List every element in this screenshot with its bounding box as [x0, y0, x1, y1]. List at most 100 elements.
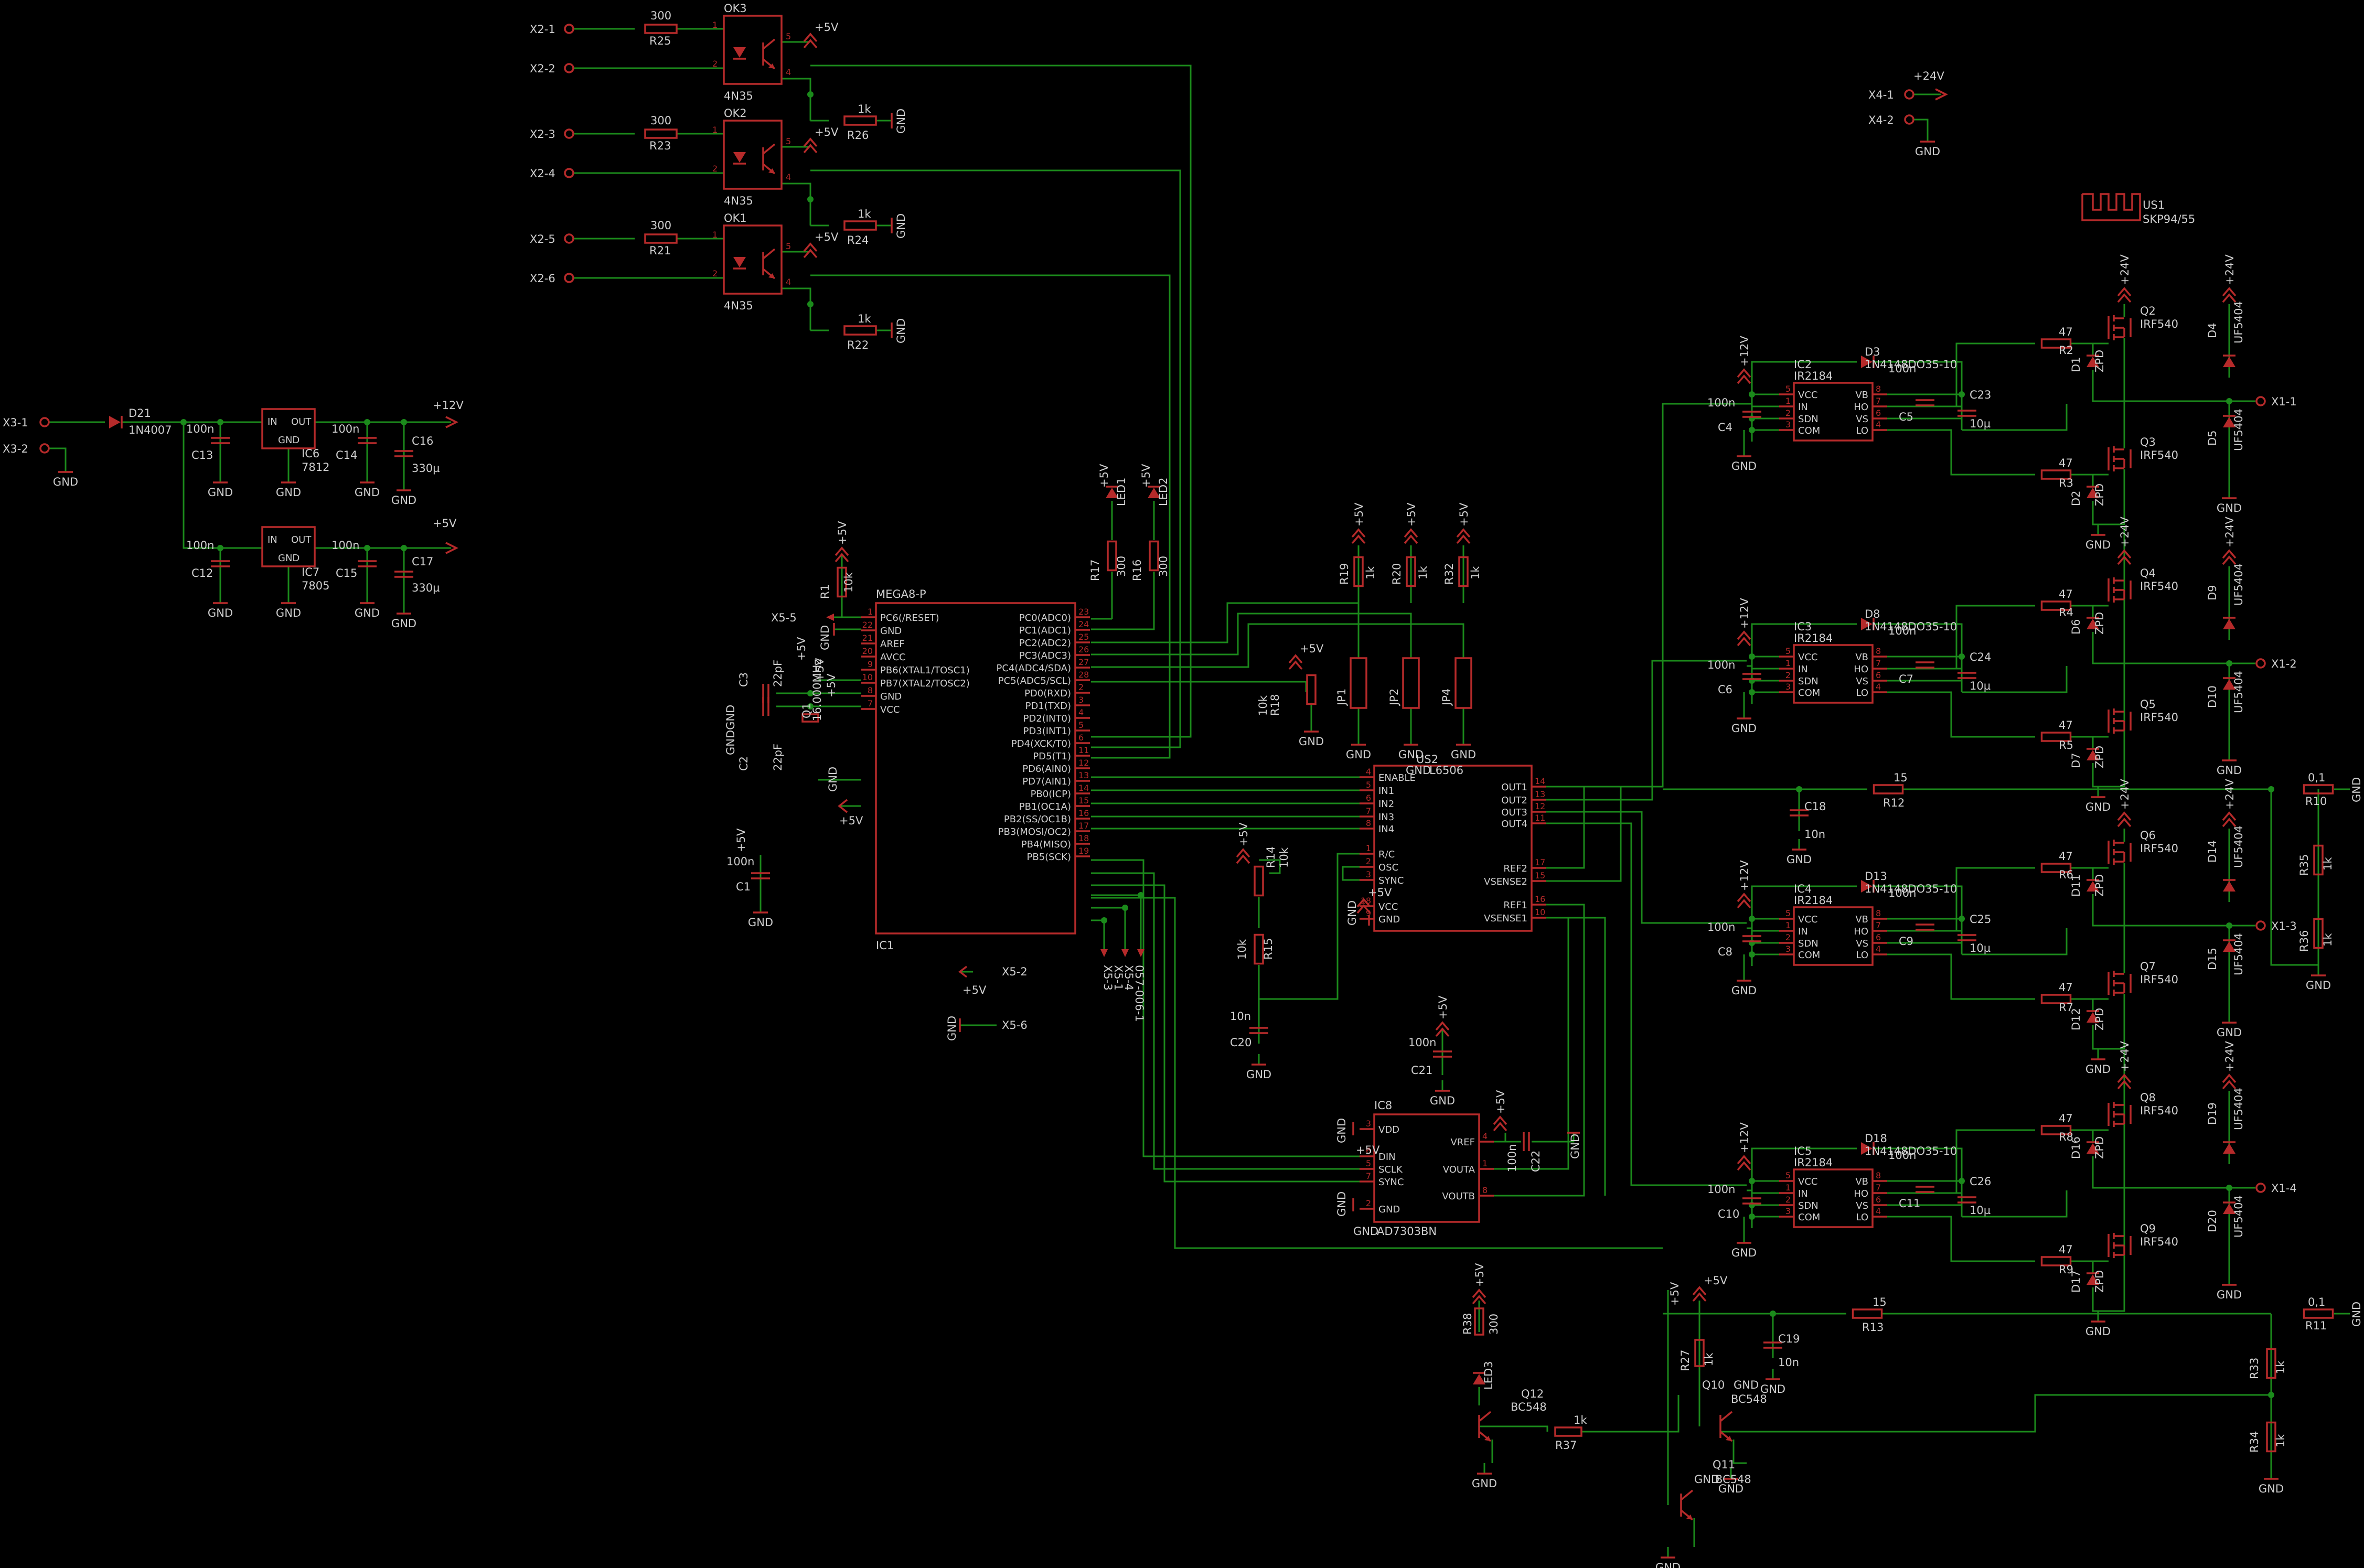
wire [1091, 613, 1412, 658]
label: OUT1 [1501, 782, 1527, 793]
wire [1546, 917, 1606, 1196]
label: D3 [1865, 346, 1880, 358]
connector-terminal [564, 273, 574, 283]
label: GND [2350, 1302, 2363, 1327]
gnd-label: GND [2085, 1325, 2111, 1338]
label: 057-006-1 [1133, 965, 1146, 1022]
label: 5 [1785, 1170, 1791, 1180]
wire [1747, 403, 1779, 407]
label: 47 [2059, 588, 2073, 600]
connector-label: X3-2 [3, 443, 28, 455]
supply-arrow [2222, 287, 2237, 297]
supply-arrow [1493, 1115, 1507, 1125]
label: VB [1855, 652, 1868, 663]
label: VB [1855, 1176, 1868, 1187]
symbols-layer [39, 15, 2334, 1559]
bjt-arrow [1484, 1436, 1491, 1441]
resistor [1474, 1307, 1484, 1336]
wire [1091, 894, 1142, 949]
wire [1546, 904, 1585, 1143]
label: R4 [2059, 606, 2073, 619]
wire [1887, 1129, 2035, 1194]
wire [1887, 953, 2035, 1000]
label: GND [1353, 1225, 1378, 1238]
label: +5V [962, 984, 987, 996]
pin-label: PB3(MOSI/OC2) [998, 826, 1071, 837]
wire [1887, 691, 2035, 738]
supply-label: +24V [2119, 254, 2131, 285]
wire [1751, 1147, 1857, 1164]
supply-arrow [1456, 528, 1471, 538]
wire [1091, 619, 1155, 630]
connector-terminal [39, 443, 50, 454]
label: R27 [1679, 1350, 1692, 1371]
resistor [1852, 1308, 1883, 1319]
resistor [2313, 918, 2324, 949]
wire [1546, 786, 1663, 882]
label: +5V [735, 828, 747, 852]
label: IN [268, 534, 277, 545]
label: IN3 [1378, 812, 1394, 823]
connector-terminal [2255, 658, 2266, 669]
label: +5V [825, 673, 838, 697]
label: R7 [2059, 1001, 2073, 1014]
label: 2 [1366, 1198, 1371, 1208]
label: 1k [2274, 1360, 2287, 1374]
opto-name: OK2 [724, 107, 747, 120]
supply-label: +5V [815, 231, 839, 243]
pin-label: PC3(ADC3) [1019, 650, 1071, 661]
label: D18 [1865, 1132, 1887, 1145]
label: R37 [1555, 1439, 1577, 1452]
connector-terminal [564, 63, 574, 73]
resistor [843, 115, 877, 126]
resistor [2040, 338, 2072, 349]
label: 300 [1157, 556, 1170, 577]
wire [183, 422, 262, 549]
wire [2270, 789, 2319, 966]
label: SDN [1798, 676, 1819, 687]
label: 6 [1366, 793, 1371, 803]
label: D12 [2070, 1008, 2082, 1030]
label: Q3 [2140, 436, 2156, 448]
resistor [644, 24, 678, 34]
resistor [1694, 1339, 1705, 1367]
junction-dot [1749, 916, 1755, 922]
supply-label: +12V [1738, 860, 1751, 891]
label: Q4 [2140, 567, 2156, 579]
opto-type: 4N35 [724, 90, 753, 102]
label: 300 [1115, 556, 1128, 577]
gnd-label: GND [1731, 722, 1757, 735]
diode-symbol [2223, 619, 2235, 629]
connector-label: X2-3 [530, 128, 555, 141]
connector-terminal [1904, 89, 1914, 100]
label: UF5404 [2232, 671, 2245, 713]
opto-type: 4N35 [724, 299, 753, 312]
resistor [1353, 556, 1364, 587]
label: 16 [1535, 894, 1545, 904]
label: IN [1798, 664, 1808, 675]
gnd-label: GND [1299, 735, 1324, 748]
supply-arrow [1737, 630, 1751, 640]
opto-type: 4N35 [724, 195, 753, 207]
supply-arrow [1737, 637, 1751, 647]
label: D6 [2070, 619, 2082, 635]
supply-arrow [1236, 854, 1250, 864]
label: R34 [2248, 1431, 2261, 1453]
label: COM [1798, 1212, 1820, 1223]
ic-type: IR2184 [1794, 370, 1833, 382]
pin-label: PD6(AIN0) [1022, 764, 1071, 775]
label: 1 [1785, 1183, 1791, 1193]
label: IRF540 [2140, 711, 2178, 724]
label: 2 [1785, 932, 1791, 942]
wire [1546, 822, 1747, 1186]
heatsink-symbol [2081, 193, 2141, 221]
gnd-label: GND [1246, 1068, 1271, 1081]
label: 6 [1876, 408, 1881, 418]
label: UF5404 [2232, 1088, 2245, 1130]
wire [1479, 1425, 1548, 1432]
label: 2 [1785, 1195, 1791, 1205]
label: VCC [1378, 901, 1398, 912]
label: C2 [737, 756, 750, 771]
diode-symbol [2223, 357, 2235, 367]
label: 1 [1785, 396, 1791, 406]
